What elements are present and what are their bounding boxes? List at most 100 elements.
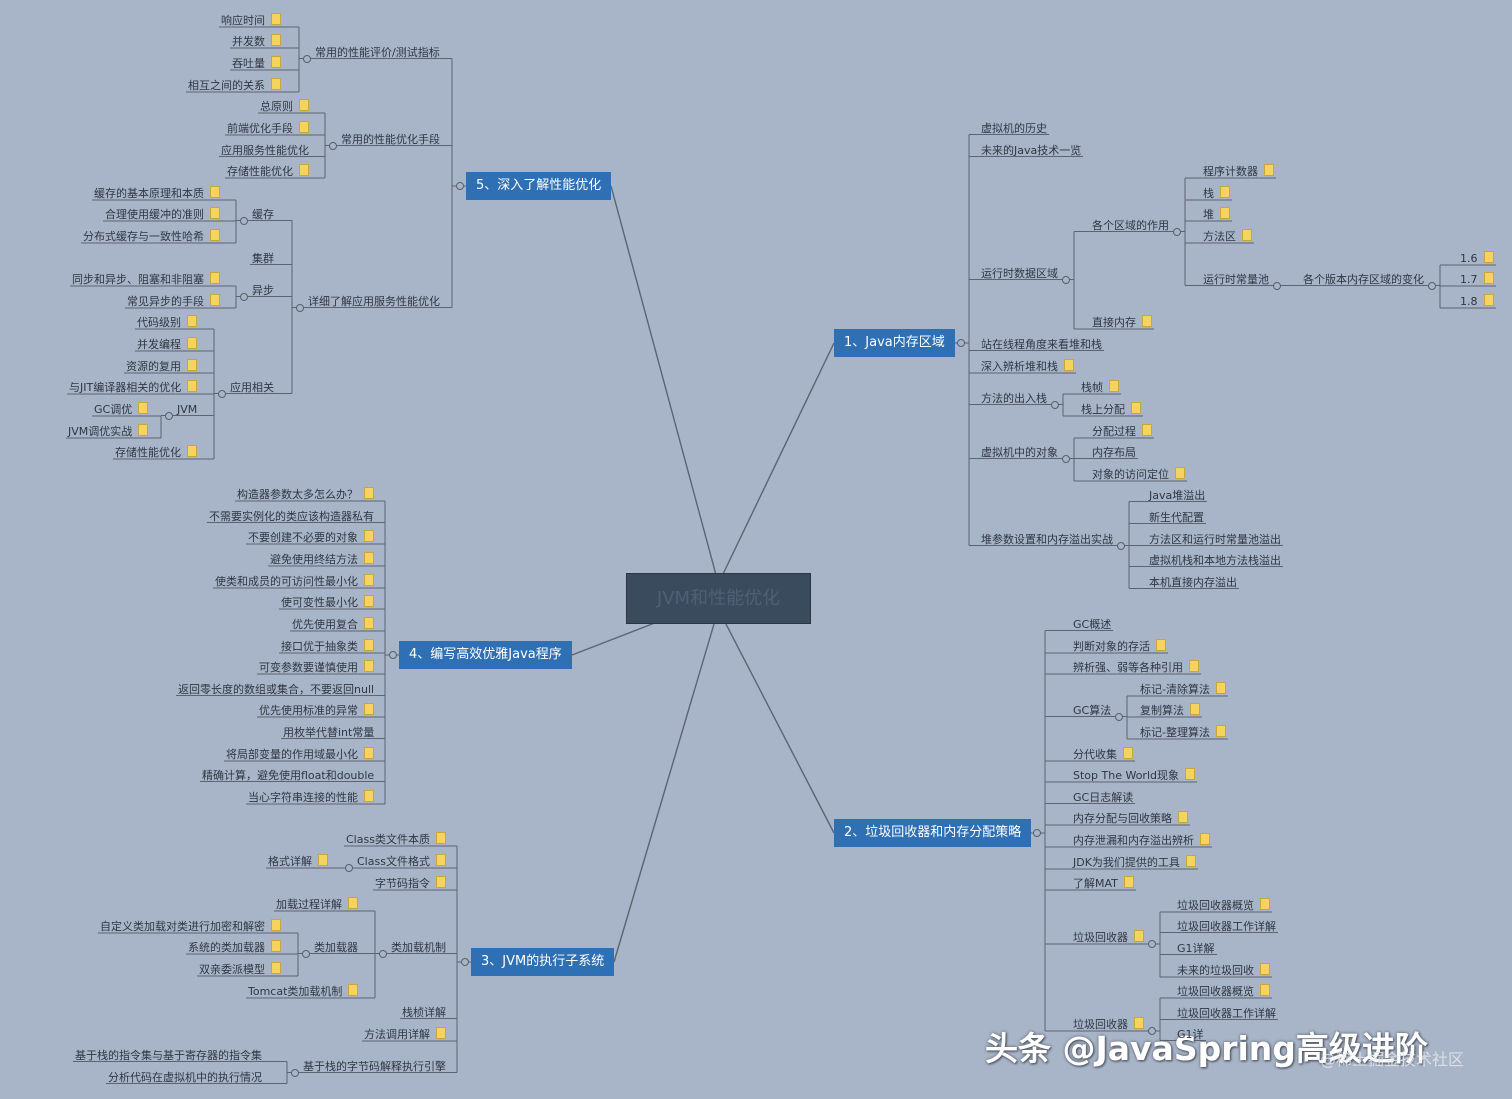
note-icon[interactable] (1142, 315, 1152, 327)
topic-node[interactable]: 存储性能优化 (225, 164, 311, 178)
topic-node[interactable]: G1详解 (1175, 942, 1217, 955)
topic-node[interactable]: 堆 (1201, 207, 1232, 221)
note-icon[interactable] (435, 832, 446, 844)
note-icon[interactable] (318, 854, 328, 866)
topic-node[interactable]: 基于栈的字节码解释执行引擎 (301, 1060, 448, 1073)
collapse-toggle[interactable] (218, 389, 226, 398)
branch-topic[interactable]: 4、编写高效优雅Java程序 (399, 641, 572, 669)
topic-node[interactable]: 自定义类加载对类进行加密和解密 (98, 919, 283, 933)
topic-node[interactable]: 深入辨析堆和栈 (979, 359, 1076, 373)
note-icon[interactable] (271, 34, 281, 46)
topic-node[interactable]: 标记-整理算法 (1138, 725, 1228, 739)
note-icon[interactable] (271, 962, 281, 974)
note-icon[interactable] (1178, 811, 1188, 823)
note-icon[interactable] (364, 639, 374, 651)
collapse-toggle[interactable] (291, 1068, 299, 1077)
topic-node[interactable]: 方法的出入栈 (979, 392, 1049, 405)
note-icon[interactable] (364, 552, 374, 564)
topic-node[interactable]: 内存分配与回收策略 (1071, 811, 1190, 825)
topic-node[interactable]: 未来的垃圾回收 (1175, 963, 1272, 977)
topic-node[interactable]: JVM调优实战 (66, 424, 150, 438)
note-icon[interactable] (348, 984, 359, 996)
topic-node[interactable]: 缓存的基本原理和本质 (92, 186, 222, 200)
topic-node[interactable]: 方法区 (1201, 229, 1254, 243)
note-icon[interactable] (138, 424, 149, 436)
collapse-toggle[interactable] (240, 292, 248, 301)
topic-node[interactable]: 垃圾回收器工作详解 (1175, 1007, 1278, 1020)
note-icon[interactable] (138, 402, 149, 414)
collapse-toggle[interactable] (1033, 829, 1041, 837)
topic-node[interactable]: 并发数 (230, 34, 283, 48)
note-icon[interactable] (1134, 1017, 1144, 1029)
topic-node[interactable]: 详细了解应用服务性能优化 (306, 295, 442, 308)
topic-node[interactable]: 使类和成员的可访问性最小化 (213, 574, 376, 588)
note-icon[interactable] (299, 99, 309, 111)
topic-node[interactable]: 方法调用详解 (362, 1027, 448, 1041)
note-icon[interactable] (1200, 833, 1210, 845)
topic-node[interactable]: Tomcat类加载机制 (246, 984, 360, 998)
topic-node[interactable]: 避免使用终结方法 (268, 552, 376, 566)
topic-node[interactable]: GC调优 (92, 402, 150, 416)
topic-node[interactable]: 当心字符串连接的性能 (246, 790, 376, 804)
topic-node[interactable]: 垃圾回收器 (1071, 930, 1146, 944)
topic-node[interactable]: Java堆溢出 (1147, 489, 1207, 502)
topic-node[interactable]: 分析代码在虚拟机中的执行情况 (106, 1071, 264, 1084)
topic-node[interactable]: 精确计算，避免使用float和double (200, 769, 376, 782)
topic-node[interactable]: 类加载器 (312, 941, 360, 954)
topic-node[interactable]: 接口优于抽象类 (279, 639, 376, 653)
topic-node[interactable]: 常见异步的手段 (125, 294, 222, 308)
note-icon[interactable] (364, 574, 374, 586)
topic-node[interactable]: 1.6 (1458, 251, 1496, 265)
topic-node[interactable]: 存储性能优化 (113, 445, 199, 459)
collapse-toggle[interactable] (1428, 281, 1436, 290)
topic-node[interactable]: 并发编程 (135, 337, 199, 351)
topic-node[interactable]: 堆参数设置和内存溢出实战 (979, 533, 1115, 546)
note-icon[interactable] (364, 660, 374, 672)
collapse-toggle[interactable] (456, 182, 464, 190)
collapse-toggle[interactable] (329, 141, 337, 150)
topic-node[interactable]: 同步和异步、阻塞和非阻塞 (70, 272, 222, 286)
topic-node[interactable]: 前端优化手段 (225, 121, 311, 135)
topic-node[interactable]: 基于栈的指令集与基于寄存器的指令集 (73, 1049, 264, 1062)
note-icon[interactable] (299, 121, 309, 133)
note-icon[interactable] (1175, 467, 1185, 479)
topic-node[interactable]: 了解MAT (1071, 876, 1136, 890)
topic-node[interactable]: 未来的Java技术一览 (979, 144, 1083, 157)
collapse-toggle[interactable] (345, 864, 353, 872)
topic-node[interactable]: 字节码指令 (373, 876, 448, 890)
topic-node[interactable]: 与JIT编译器相关的优化 (67, 380, 199, 394)
topic-node[interactable]: GC算法 (1071, 704, 1113, 717)
collapse-toggle[interactable] (1273, 281, 1281, 290)
topic-node[interactable]: 代码级别 (135, 315, 199, 329)
note-icon[interactable] (1123, 747, 1133, 759)
topic-node[interactable]: 程序计数器 (1201, 164, 1276, 178)
collapse-toggle[interactable] (296, 303, 304, 312)
note-icon[interactable] (436, 1027, 446, 1039)
collapse-toggle[interactable] (303, 54, 311, 63)
topic-node[interactable]: 类加载机制 (389, 941, 448, 954)
topic-node[interactable]: 用枚举代替int常量 (281, 726, 376, 739)
collapse-toggle[interactable] (379, 949, 387, 958)
note-icon[interactable] (364, 617, 374, 629)
note-icon[interactable] (1483, 294, 1494, 306)
topic-node[interactable]: Stop The World现象 (1071, 768, 1197, 782)
note-icon[interactable] (271, 78, 281, 90)
note-icon[interactable] (210, 294, 220, 306)
topic-node[interactable]: 双亲委派模型 (197, 962, 283, 976)
topic-node[interactable]: 应用服务性能优化 (219, 144, 311, 157)
note-icon[interactable] (1064, 359, 1074, 371)
topic-node[interactable]: 1.8 (1458, 294, 1496, 308)
note-icon[interactable] (364, 595, 374, 607)
topic-node[interactable]: 相互之间的关系 (186, 78, 283, 92)
note-icon[interactable] (187, 337, 197, 349)
note-icon[interactable] (187, 445, 197, 457)
collapse-toggle[interactable] (240, 216, 248, 225)
note-icon[interactable] (271, 919, 281, 931)
note-icon[interactable] (210, 229, 220, 241)
topic-node[interactable]: 垃圾回收器概览 (1175, 898, 1272, 912)
note-icon[interactable] (1220, 186, 1230, 198)
topic-node[interactable]: 判断对象的存活 (1071, 639, 1168, 653)
note-icon[interactable] (364, 790, 374, 802)
topic-node[interactable]: 常用的性能优化手段 (339, 133, 442, 146)
note-icon[interactable] (364, 703, 374, 715)
